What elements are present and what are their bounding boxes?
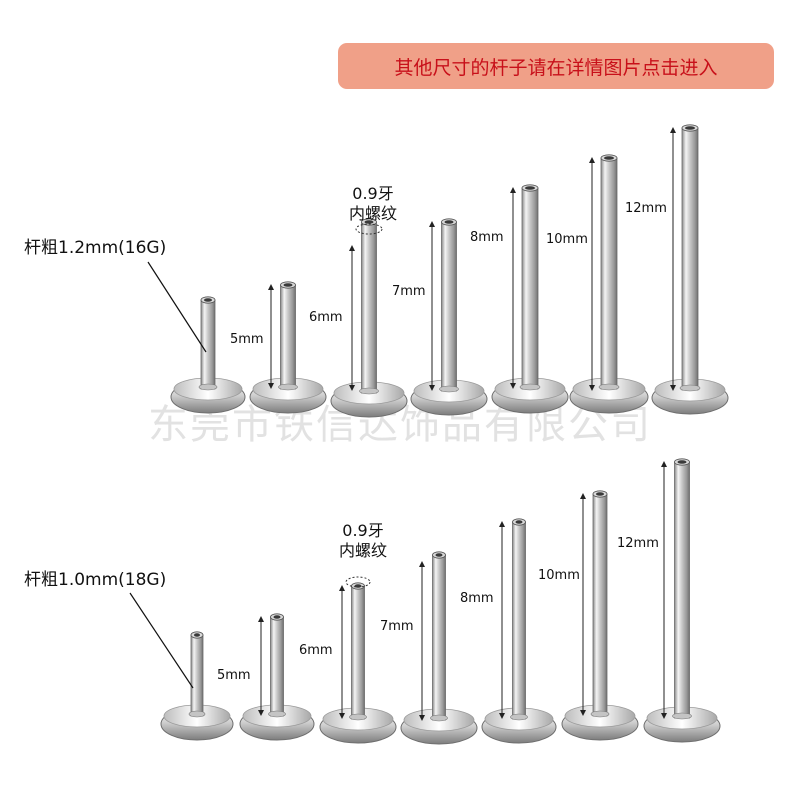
labret-stud-icon [561,490,639,741]
labret-stud-icon [400,551,478,745]
thread-highlight-icon [345,576,371,588]
row1-length-8mm: 8mm [470,230,504,245]
labret-stud-icon [481,518,557,744]
labret-stud-icon [319,582,397,744]
labret-stud-icon [491,184,569,414]
row2-length-8mm: 8mm [460,591,494,606]
row2-length-7mm: 7mm [380,619,414,634]
row2-length-10mm: 10mm [538,568,580,583]
thread-type: 内螺纹 [338,541,387,560]
labret-stud-icon [410,218,488,416]
row1-length-5mm: 5mm [230,332,264,347]
labret-stud-icon [651,124,729,415]
row1-length-10mm: 10mm [546,232,588,247]
labret-stud-icon [249,281,327,414]
labret-stud-icon [239,613,315,741]
row1-length-6mm: 6mm [309,310,343,325]
leader-line-icon [129,592,194,689]
labret-stud-icon [170,296,246,414]
row1-thread-note: 0.9牙 内螺纹 [328,184,418,224]
row2-thread-note: 0.9牙 内螺纹 [318,521,408,561]
labret-stud-icon [643,458,721,743]
leader-line-icon [147,261,207,353]
info-banner: 其他尺寸的杆子请在详情图片点击进入 [338,43,774,89]
row1-gauge-label: 杆粗1.2mm(16G) [24,238,167,258]
row1-length-7mm: 7mm [392,284,426,299]
banner-text: 其他尺寸的杆子请在详情图片点击进入 [394,56,718,79]
thread-size: 0.9牙 [352,184,394,203]
thread-size: 0.9牙 [342,521,384,540]
thread-type: 内螺纹 [348,204,397,223]
row2-gauge-label: 杆粗1.0mm(18G) [24,570,167,590]
row2-length-5mm: 5mm [217,668,251,683]
row2-length-12mm: 12mm [617,536,659,551]
thread-highlight-icon [355,223,383,235]
row1-length-12mm: 12mm [625,201,667,216]
row2-length-6mm: 6mm [299,643,333,658]
labret-stud-icon [569,154,649,414]
labret-stud-icon [160,631,234,741]
